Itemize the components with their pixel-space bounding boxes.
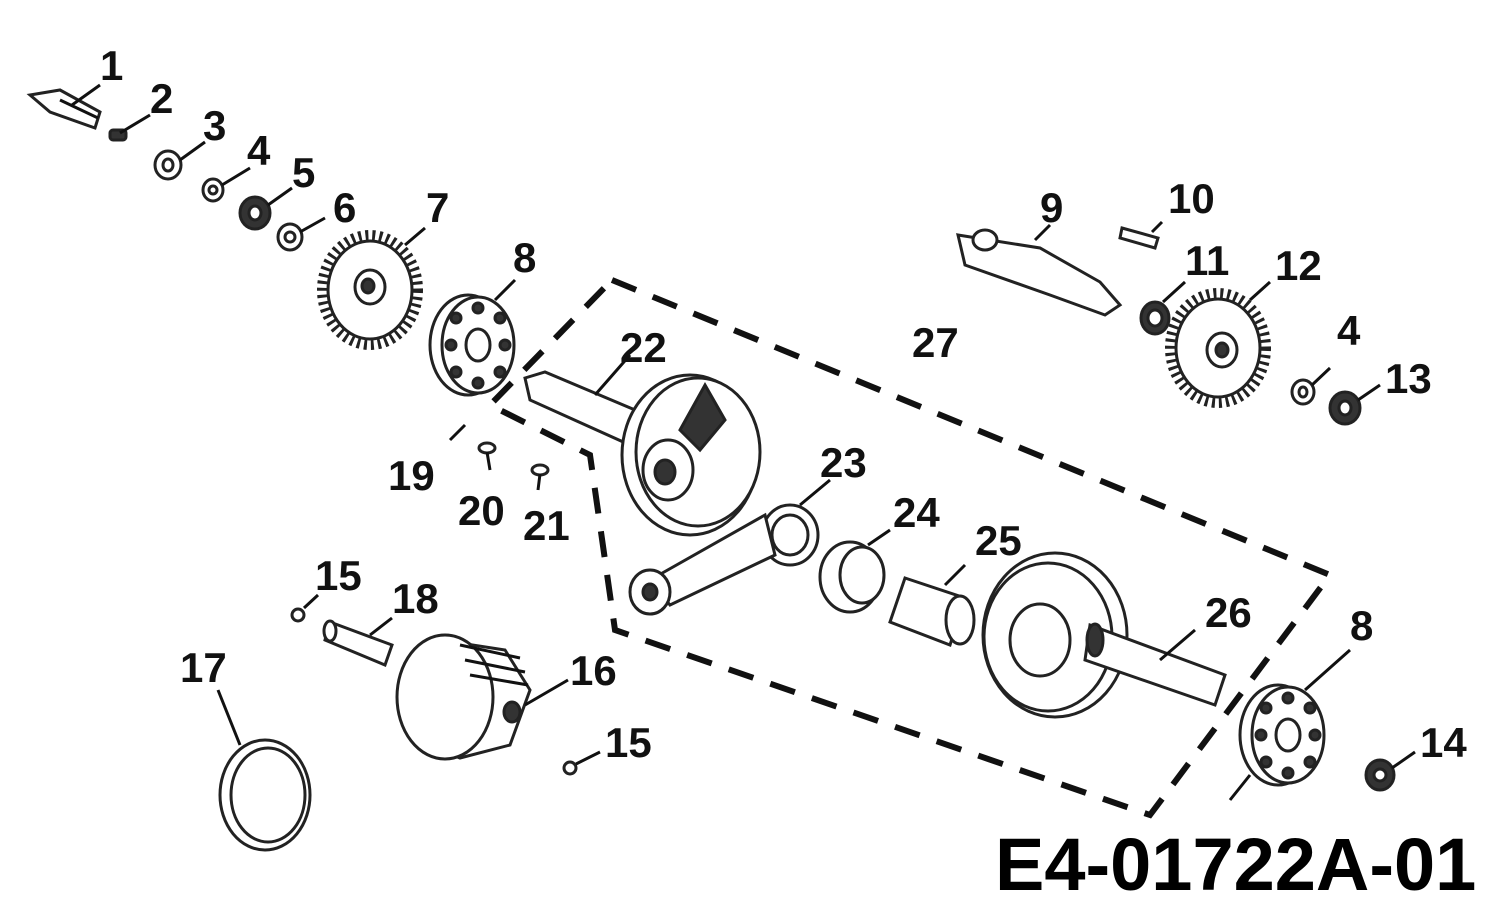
part-4-washer: [201, 166, 251, 203]
part-13-nut: [1328, 383, 1381, 426]
callout-7: 7: [426, 184, 449, 231]
part-8-bearing-second: [1228, 648, 1351, 801]
callout-8-second: 8: [1350, 602, 1373, 649]
callout-20: 20: [458, 487, 505, 534]
assembly-27-boundary: [484, 277, 1335, 819]
callout-5: 5: [292, 149, 315, 196]
callout-22: 22: [620, 324, 667, 371]
part-10-key: [1118, 220, 1164, 250]
part-14-nut: [1364, 750, 1416, 792]
part-8-bearing: [428, 278, 517, 397]
part-26-crank-half: [981, 551, 1227, 719]
part-16-piston: [395, 633, 569, 761]
callout-17: 17: [180, 644, 227, 691]
callout-26: 26: [1205, 589, 1252, 636]
part-25-crank-pin: [888, 563, 976, 647]
part-12-gear: [1165, 280, 1272, 408]
part-24-bearing-ring: [818, 528, 891, 614]
callout-16: 16: [570, 647, 617, 694]
callout-labels: 1 2 3 4 5 6 7 8 9 10 11 12 4 13 22 27 23…: [100, 42, 1467, 766]
callout-4-second: 4: [1337, 307, 1361, 354]
part-3-nut: [153, 140, 206, 181]
callout-1: 1: [100, 42, 123, 89]
callout-6: 6: [333, 184, 356, 231]
part-19-20-21-pins: [448, 423, 550, 491]
callout-27: 27: [912, 319, 959, 366]
callout-2: 2: [150, 75, 173, 122]
callout-3: 3: [203, 102, 226, 149]
part-2-clip: [108, 113, 151, 142]
callout-8: 8: [513, 234, 536, 281]
callout-18: 18: [392, 575, 439, 622]
callout-23: 23: [820, 439, 867, 486]
callout-14: 14: [1420, 719, 1467, 766]
part-1-bolt: [26, 83, 102, 130]
callout-24: 24: [893, 489, 940, 536]
callout-15: 15: [315, 552, 362, 599]
part-7-gear: [317, 226, 426, 350]
part-9-shaft: [956, 223, 1123, 317]
callout-9: 9: [1040, 184, 1063, 231]
drawing-code: E4-01722A-01: [995, 823, 1476, 906]
part-17-piston-ring: [216, 689, 312, 852]
callout-19: 19: [388, 452, 435, 499]
part-11-bushing: [1139, 280, 1187, 336]
callout-4: 4: [247, 127, 271, 174]
part-15-circlip: [290, 593, 320, 623]
part-4-washer-second: [1290, 366, 1332, 406]
part-23-connecting-rod: [628, 478, 831, 616]
part-22-crank-half: [523, 354, 762, 537]
part-5-nut: [238, 186, 293, 231]
callout-21: 21: [523, 502, 570, 549]
callout-13: 13: [1385, 355, 1432, 402]
callout-10: 10: [1168, 175, 1215, 222]
callout-15-second: 15: [605, 719, 652, 766]
part-18-piston-pin: [322, 616, 394, 667]
part-6-washer: [276, 216, 326, 252]
callout-12: 12: [1275, 242, 1322, 289]
callout-25: 25: [975, 517, 1022, 564]
part-15-circlip-second: [562, 750, 601, 776]
callout-11: 11: [1185, 237, 1229, 284]
